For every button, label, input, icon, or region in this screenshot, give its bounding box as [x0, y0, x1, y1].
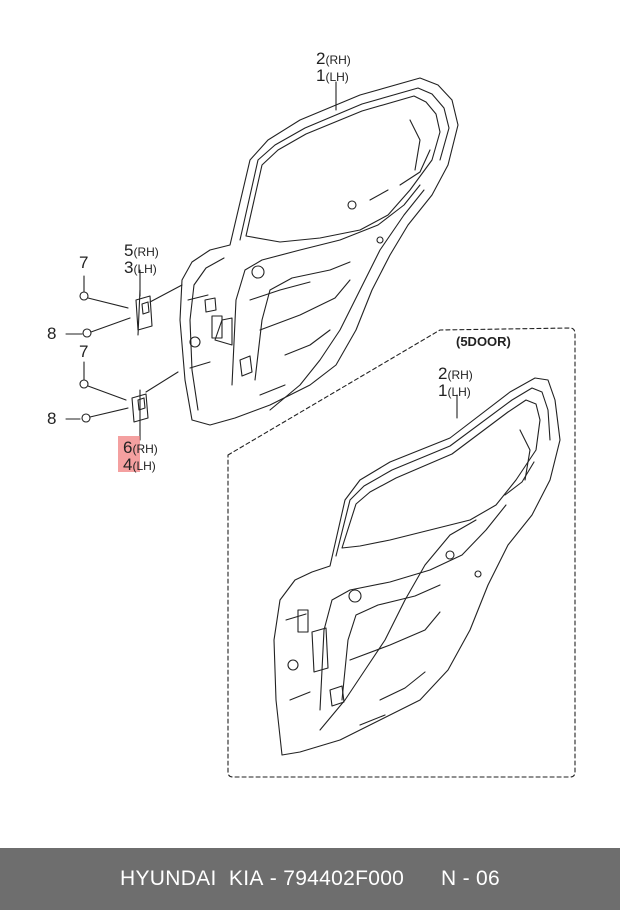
- bolt-8-upper: [65, 317, 131, 338]
- rh-label: (RH): [325, 53, 351, 67]
- part-number-2: 2: [438, 364, 448, 383]
- bolt-7-upper: [79, 275, 129, 309]
- page-ref-text: N - 06: [440, 867, 500, 890]
- bolt-7-lower: [79, 361, 127, 401]
- callout-variant-door: 2(RH) 1(LH): [438, 364, 473, 400]
- gap: [404, 867, 441, 891]
- part-number-1: 1: [316, 66, 326, 85]
- rear-door-panel-main: [179, 77, 459, 426]
- rh-label: (RH): [133, 245, 159, 259]
- exploded-parts-diagram: [65, 77, 576, 778]
- callout-bolt-7-lower: 7: [79, 342, 89, 361]
- part-number-5: 5: [124, 241, 134, 260]
- part-number-1: 1: [438, 381, 448, 400]
- callout-bolt-8-upper: 8: [47, 324, 57, 343]
- brand-text: HYUNDAI KIA: [120, 867, 264, 890]
- separator-text: -: [263, 867, 284, 890]
- part-number-8: 8: [47, 409, 57, 428]
- rh-label: (RH): [447, 368, 473, 382]
- bolt-8-lower: [65, 407, 129, 423]
- part-number-7: 7: [79, 342, 89, 361]
- highlight-box: [118, 436, 140, 472]
- variant-dashed-box: [227, 327, 576, 778]
- callout-upper-hinge: 5(RH) 3(LH): [124, 241, 159, 277]
- part-number-2: 2: [316, 49, 326, 68]
- part-number-3: 3: [124, 258, 134, 277]
- callout-bolt-7-upper: 7: [79, 253, 89, 272]
- part-number-7: 7: [79, 253, 89, 272]
- part-number-text: 794402F000: [283, 867, 405, 890]
- callout-bolt-8-lower: 8: [47, 409, 57, 428]
- callout-door-panel: 2(RH) 1(LH): [316, 49, 351, 85]
- part-number-6: 6: [123, 438, 133, 457]
- variant-label: (5DOOR): [456, 334, 511, 349]
- callout-lower-hinge: 6(RH) 4(LH): [123, 438, 158, 474]
- footer-bar: HYUNDAI KIA - 794402F000 N - 06: [0, 848, 620, 910]
- upper-hinge: [135, 284, 183, 336]
- lower-hinge: [131, 371, 179, 431]
- part-number-8: 8: [47, 324, 57, 343]
- lh-label: (LH): [447, 385, 471, 399]
- rear-door-panel-5door: [273, 377, 561, 756]
- lh-label: (LH): [325, 70, 349, 84]
- lh-label: (LH): [132, 459, 156, 473]
- part-number-4: 4: [123, 455, 133, 474]
- rh-label: (RH): [132, 442, 158, 456]
- lh-label: (LH): [133, 262, 157, 276]
